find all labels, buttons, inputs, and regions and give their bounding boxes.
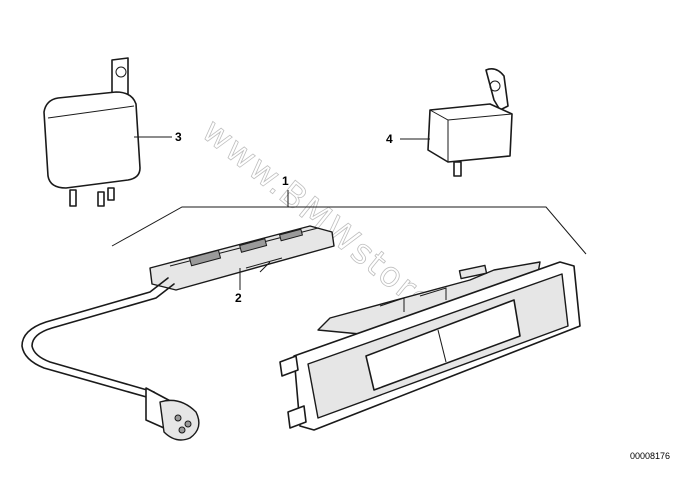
display-unit-housing-detail	[379, 287, 447, 312]
circuit-board[interactable]	[149, 225, 335, 291]
relay-large-pin	[97, 191, 105, 207]
relay-large[interactable]	[43, 57, 141, 207]
display-unit-clip	[279, 355, 299, 377]
display-unit-screen-divider	[437, 329, 447, 363]
relay-large-edge	[47, 105, 135, 119]
circuit-board-chip	[239, 238, 268, 253]
assembly-bracket-line	[111, 206, 587, 255]
relay-small-body	[427, 103, 513, 163]
wiring-harness[interactable]	[21, 277, 200, 441]
harness-connector-pin	[178, 426, 186, 434]
harness-connector-pin	[184, 420, 192, 428]
callout-2: 2	[235, 291, 242, 305]
relay-small-mount-hole	[489, 80, 501, 92]
relay-large-pin	[107, 187, 115, 201]
callout-3: 3	[175, 130, 182, 144]
display-unit-clip	[287, 405, 307, 429]
callout-4: 4	[386, 132, 393, 146]
relay-large-mount-hole	[115, 66, 127, 78]
relay-small-bracket	[485, 68, 509, 111]
relay-small[interactable]	[427, 68, 513, 177]
harness-cable-inner	[31, 283, 175, 393]
diagram-code: 00008176	[630, 451, 670, 461]
relay-large-pin	[69, 189, 77, 207]
callout-1: 1	[282, 174, 289, 188]
circuit-board-chip	[188, 249, 222, 267]
display-unit-screen	[365, 299, 521, 391]
display-unit[interactable]	[279, 261, 581, 431]
circuit-board-components	[245, 257, 283, 273]
relay-small-pin	[453, 161, 462, 177]
circuit-board-chip	[278, 228, 304, 242]
relay-small-edges	[429, 109, 513, 162]
circuit-board-body	[149, 225, 335, 291]
harness-cable-outer	[21, 277, 169, 399]
harness-connector-pin	[174, 414, 182, 422]
display-unit-connector	[458, 264, 488, 280]
relay-large-body	[43, 91, 141, 189]
